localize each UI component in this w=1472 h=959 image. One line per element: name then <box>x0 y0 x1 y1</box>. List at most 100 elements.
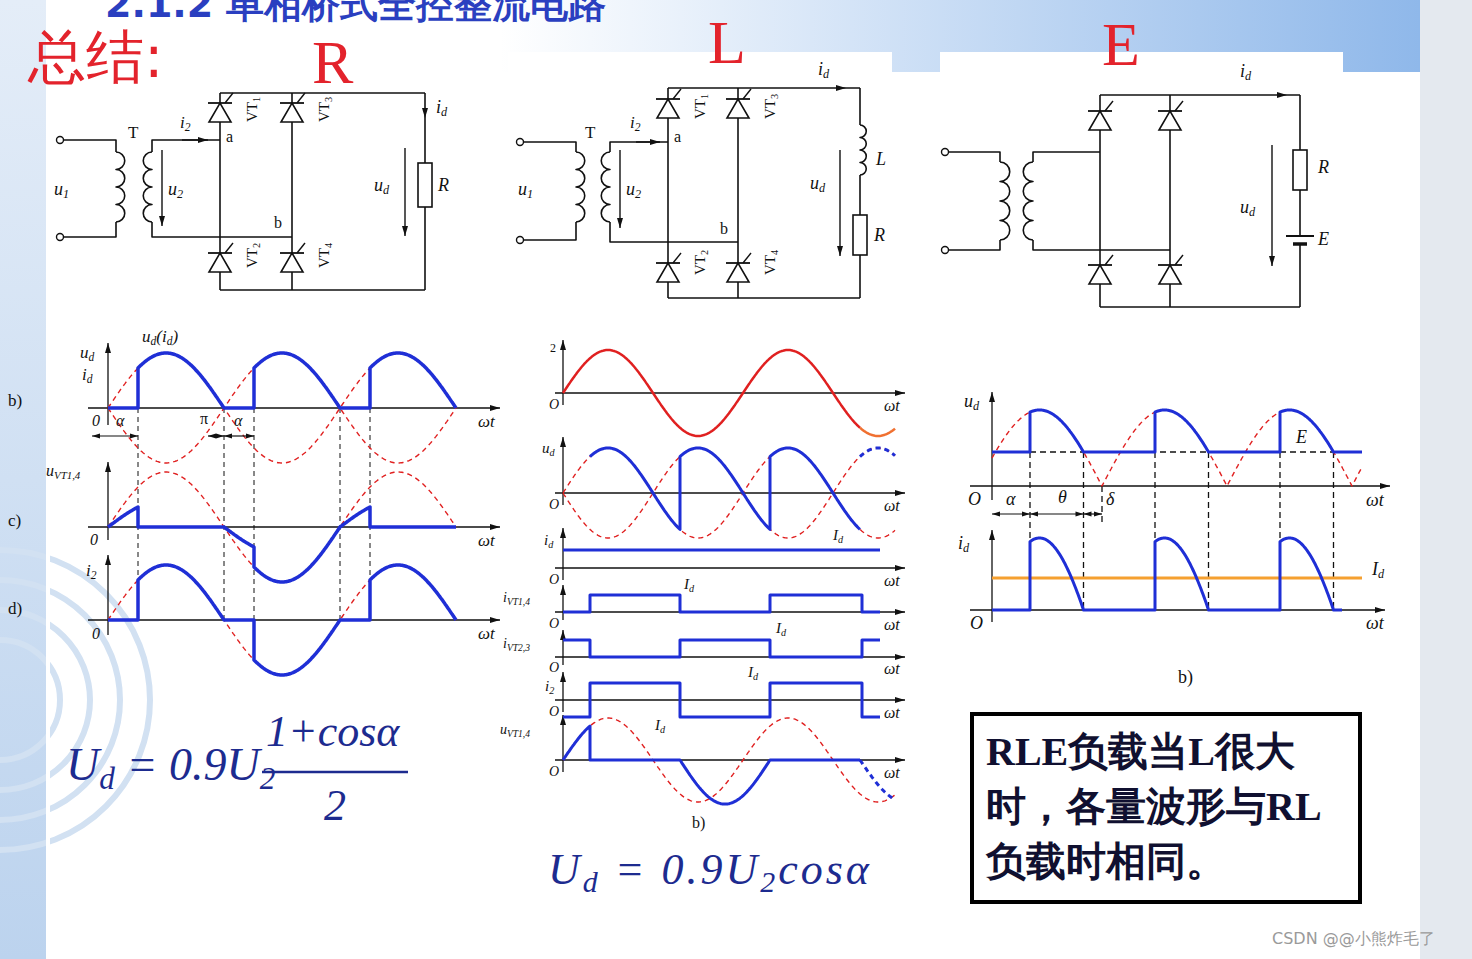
device-label: VT2 <box>692 250 709 275</box>
ud-waveform <box>108 353 456 408</box>
arrow-head <box>490 405 500 411</box>
arrow-head <box>490 524 500 530</box>
thyristor-bar <box>726 98 750 100</box>
subscript: VT1,4 <box>507 729 530 739</box>
arrow-head <box>895 490 905 496</box>
signal-label: T <box>128 124 138 143</box>
arrow-head <box>837 246 843 256</box>
signal-label: O <box>549 572 559 587</box>
signal-label: a <box>226 128 233 146</box>
arrow-head <box>560 528 566 538</box>
subscript: VT1,4 <box>507 597 530 607</box>
wire <box>610 142 668 152</box>
signal-label: Id <box>776 620 786 637</box>
arrow-head <box>105 462 111 472</box>
wire <box>524 142 577 152</box>
thyristor-symbol <box>1089 111 1111 130</box>
subscript: VT1,4 <box>54 469 80 481</box>
wire <box>1033 240 1170 250</box>
coil-symbol <box>116 152 125 222</box>
signal-label: ud <box>80 344 94 363</box>
wire <box>64 222 117 237</box>
arrow-line <box>991 392 992 500</box>
signal-label: b <box>720 220 728 238</box>
thyristor-gate <box>743 89 751 99</box>
thyristor-bar <box>208 252 232 254</box>
thyristor-gate <box>1105 101 1113 111</box>
arrow-head <box>895 697 905 703</box>
subscript: 2 <box>260 761 276 796</box>
guide-line <box>254 408 255 620</box>
arrow-head <box>650 139 660 145</box>
signal-label: iVT2,3 <box>503 636 530 651</box>
wire <box>1100 306 1300 308</box>
formula-text: E <box>1102 10 1140 78</box>
wire <box>949 240 1001 250</box>
signal-label: ud <box>1240 198 1255 218</box>
arrow-head <box>159 216 165 226</box>
thyristor-symbol <box>1159 265 1181 284</box>
device-label: VT3 <box>762 94 779 119</box>
subscript: 1 <box>63 187 69 201</box>
signal-label: α <box>116 412 124 430</box>
arrow-line <box>555 392 905 393</box>
subscript: 2 <box>635 187 641 201</box>
signal-label: R <box>1318 158 1329 178</box>
arrow-head <box>1084 512 1092 517</box>
subscript: d <box>819 181 825 195</box>
wire <box>859 88 861 125</box>
thyristor-symbol <box>209 103 231 122</box>
subscript: 3 <box>769 94 780 99</box>
thyristor-bar <box>1158 264 1182 266</box>
thyristor-gate <box>297 243 305 253</box>
signal-label: ωt <box>1366 614 1384 634</box>
thyristor-bar <box>280 252 304 254</box>
resistor-symbol <box>418 163 432 207</box>
fraction-bar <box>262 771 408 774</box>
arrow-head <box>836 85 846 91</box>
arrow-head <box>992 512 1000 517</box>
arrow-head <box>560 672 566 682</box>
ud-waveform <box>590 448 860 529</box>
guide-line <box>340 408 341 620</box>
arrow-head <box>895 565 905 571</box>
arrow-head <box>617 218 623 228</box>
signal-label: O <box>549 616 559 631</box>
formula-text: Ud = 0.9U2 <box>66 740 275 791</box>
thyristor-bar <box>656 98 680 100</box>
signal-label: u2 <box>626 180 641 200</box>
signal-label: O <box>970 614 983 634</box>
signal-label: ud <box>810 174 825 194</box>
dimension-line <box>1030 513 1084 514</box>
subscript: 2 <box>185 121 191 134</box>
formula-text: 2 <box>324 782 346 830</box>
signal-label: b) <box>692 814 705 832</box>
arrow-head <box>1094 512 1102 517</box>
signal-label: ωt <box>884 704 900 722</box>
subscript: d <box>823 67 829 81</box>
signal-label: ωt <box>1366 491 1384 511</box>
signal-label: Id <box>1372 560 1384 580</box>
formula-text: L <box>708 8 746 76</box>
decor-ring <box>0 580 120 820</box>
signal-label: ωt <box>884 764 900 782</box>
subscript: d <box>151 335 157 348</box>
signal-label: Id <box>833 527 843 544</box>
subscript: d <box>660 724 665 735</box>
arrow-line <box>839 150 840 256</box>
thyristor-gate <box>1175 255 1183 265</box>
arrow-line <box>555 699 905 700</box>
arrow-head <box>105 343 111 353</box>
subscript: d <box>1245 69 1251 83</box>
wire <box>1299 190 1301 236</box>
signal-label: 0 <box>90 531 98 549</box>
subscript: d <box>548 539 553 550</box>
wire <box>1299 244 1301 307</box>
device-label: VT1 <box>692 94 709 119</box>
arrow-head <box>1022 512 1030 517</box>
signal-label: u1 <box>518 180 533 200</box>
subscript: d <box>973 399 979 413</box>
thyristor-bar <box>1158 110 1182 112</box>
arrow-head <box>224 434 232 439</box>
